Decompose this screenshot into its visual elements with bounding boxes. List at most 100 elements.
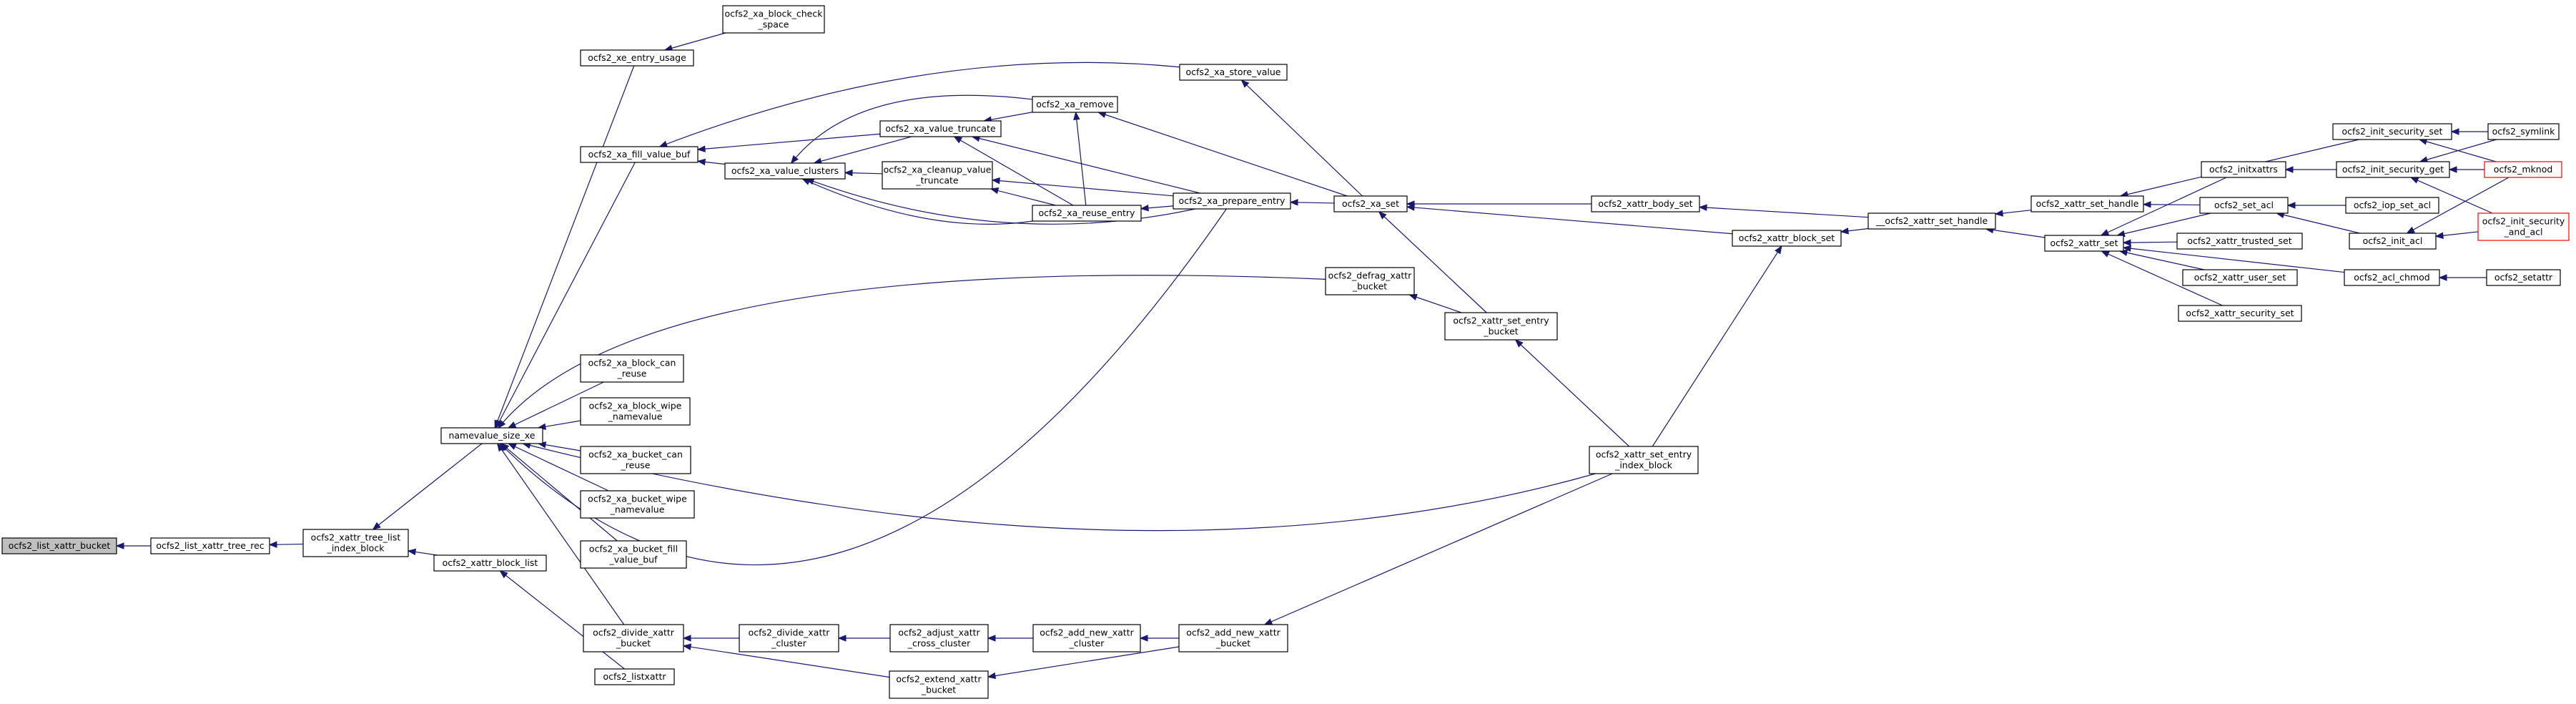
node-init-security-and-acl[interactable]: ocfs2_init_security_and_acl <box>2477 212 2570 241</box>
edge-line <box>1264 473 1613 625</box>
node-symlink[interactable]: ocfs2_symlink <box>2487 123 2560 140</box>
edge-arrowhead <box>2409 177 2419 184</box>
edge-line <box>497 443 625 625</box>
node-add-new-xattr-bucket[interactable]: ocfs2_add_new_xattr_bucket <box>1178 624 1288 652</box>
node-label: _namevalue <box>610 504 665 515</box>
node-label: ocfs2_xa_block_can <box>588 358 676 368</box>
edge-divide-xattr-cluster-to-divide-xattr-bucket <box>682 635 739 642</box>
node-adjust-xattr-cross-cluster[interactable]: ocfs2_adjust_xattr_cross_cluster <box>889 624 989 652</box>
edge-line <box>2123 247 2345 273</box>
node-divide-xattr-bucket[interactable]: ocfs2_divide_xattr_bucket <box>583 624 684 652</box>
edge-arrowhead <box>1378 211 1387 220</box>
node-mknod[interactable]: ocfs2_mknod <box>2484 161 2562 178</box>
edge-init-security-get-to-initxattrs <box>2284 166 2336 173</box>
node-xa-fill-value-buf[interactable]: ocfs2_xa_fill_value_buf <box>580 146 699 163</box>
edge-arrowhead <box>658 140 668 147</box>
edge-line <box>494 65 635 429</box>
edge-arrowhead <box>2406 226 2416 234</box>
edge-arrowhead <box>499 570 508 579</box>
node-init-security-set[interactable]: ocfs2_init_security_set <box>2332 123 2452 140</box>
node-acl-chmod[interactable]: ocfs2_acl_chmod <box>2344 269 2440 286</box>
node-xattr-block-set[interactable]: ocfs2_xattr_block_set <box>1732 230 1842 247</box>
node-set-acl[interactable]: ocfs2_set_acl <box>2199 197 2289 214</box>
node-xa-set[interactable]: ocfs2_xa_set <box>1333 195 1408 212</box>
node-box <box>2201 161 2286 178</box>
node-xa-value-truncate[interactable]: ocfs2_xa_value_truncate <box>879 120 1002 137</box>
node-xattr-trusted-set[interactable]: ocfs2_xattr_trusted_set <box>2176 233 2303 250</box>
node-xa-block-check-space[interactable]: ocfs2_xa_block_check_space <box>722 5 825 34</box>
edge-xa-block-check-space-to-xe-entry-usage <box>663 32 726 52</box>
node-divide-xattr-cluster[interactable]: ocfs2_divide_xattr_cluster <box>739 624 839 652</box>
node-xa-bucket-wipe-namevalue[interactable]: ocfs2_xa_bucket_wipe_namevalue <box>580 490 695 519</box>
edge-defrag-xattr-bucket-to-namevalue-size-xe <box>498 275 1326 429</box>
node-label: ocfs2_listxattr <box>603 671 667 682</box>
node-xa-block-wipe-namevalue[interactable]: ocfs2_xa_block_wipe_namevalue <box>580 397 691 426</box>
edge-line <box>697 133 881 150</box>
node-xattr-user-set[interactable]: ocfs2_xattr_user_set <box>2182 269 2298 286</box>
node-box <box>2336 161 2450 178</box>
node-box <box>1 537 117 554</box>
node-xa-store-value[interactable]: ocfs2_xa_store_value <box>1179 64 1288 81</box>
node-xa-block-can-reuse[interactable]: ocfs2_xa_block_can_reuse <box>580 354 684 383</box>
node-xa-remove[interactable]: ocfs2_xa_remove <box>1032 96 1118 113</box>
node-initxattrs[interactable]: ocfs2_initxattrs <box>2201 161 2286 178</box>
edge-extend-xattr-bucket-to-divide-xattr-bucket <box>682 643 890 678</box>
node-xattr-set[interactable]: ocfs2_xattr_set <box>2044 235 2124 252</box>
node-xattr-block-list[interactable]: ocfs2_xattr_block_list <box>433 554 547 572</box>
node-namevalue-size-xe[interactable]: namevalue_size_xe <box>440 427 543 444</box>
node-label: ocfs2_xattr_body_set <box>1598 198 1692 209</box>
node-xa-value-clusters[interactable]: ocfs2_xa_value_clusters <box>724 162 846 180</box>
node-listxattr[interactable]: ocfs2_listxattr <box>594 668 675 685</box>
node-setattr[interactable]: ocfs2_setattr <box>2486 269 2561 286</box>
node-add-new-xattr-cluster[interactable]: ocfs2_add_new_xattr_cluster <box>1032 624 1141 652</box>
node-xattr-set-entry-bucket[interactable]: ocfs2_xattr_set_entry_bucket <box>1444 312 1558 341</box>
node-label: _cluster <box>771 638 807 649</box>
node-label: ocfs2_xattr_set_entry <box>1453 316 1549 326</box>
node-xattr-set-handle-int[interactable]: __ocfs2_xattr_set_handle <box>1867 212 1996 230</box>
edge-arrowhead <box>498 419 506 429</box>
edge-line <box>972 136 1200 194</box>
node-xattr-set-handle[interactable]: ocfs2_xattr_set_handle <box>2030 195 2144 212</box>
node-label: _index_block <box>327 543 385 554</box>
node-xa-prepare-entry[interactable]: ocfs2_xa_prepare_entry <box>1173 192 1291 210</box>
node-xe-entry-usage[interactable]: ocfs2_xe_entry_usage <box>580 49 694 67</box>
node-label: ocfs2_xa_value_truncate <box>885 123 996 134</box>
node-init-acl[interactable]: ocfs2_init_acl <box>2349 233 2437 250</box>
node-xattr-set-entry-index-block[interactable]: ocfs2_xattr_set_entry_index_block <box>1589 446 1699 474</box>
edge-arrowhead <box>953 136 963 144</box>
node-xa-bucket-can-reuse[interactable]: ocfs2_xa_bucket_can_reuse <box>580 446 691 474</box>
node-list-xattr-bucket[interactable]: ocfs2_list_xattr_bucket <box>1 537 117 554</box>
node-box <box>2178 305 2302 322</box>
node-xattr-body-set[interactable]: ocfs2_xattr_body_set <box>1591 195 1700 212</box>
node-label: __ocfs2_xattr_set_handle <box>1875 215 1988 226</box>
node-xa-cleanup-value-truncate[interactable]: ocfs2_xa_cleanup_value_truncate <box>882 161 993 190</box>
node-label: ocfs2_xa_bucket_can <box>588 449 683 460</box>
node-iop-set-acl[interactable]: ocfs2_iop_set_acl <box>2345 197 2439 214</box>
node-init-security-get[interactable]: ocfs2_init_security_get <box>2336 161 2450 178</box>
edge-arrowhead <box>2101 250 2110 258</box>
node-xattr-security-set[interactable]: ocfs2_xattr_security_set <box>2178 305 2302 322</box>
node-list-xattr-tree-rec[interactable]: ocfs2_list_xattr_tree_rec <box>150 537 270 554</box>
node-box <box>1178 624 1288 652</box>
node-xa-reuse-entry[interactable]: ocfs2_xa_reuse_entry <box>1032 205 1142 222</box>
node-xattr-tree-list-index-block[interactable]: ocfs2_xattr_tree_list_index_block <box>302 529 409 557</box>
node-box <box>889 670 989 699</box>
node-label: ocfs2_init_security <box>2482 216 2565 227</box>
edge-arrowhead <box>2434 232 2444 239</box>
edge-arrowhead <box>507 421 517 429</box>
node-box <box>1173 192 1291 210</box>
node-label: _space <box>758 19 789 30</box>
edge-line <box>2119 250 2205 270</box>
node-extend-xattr-bucket[interactable]: ocfs2_extend_xattr_bucket <box>889 670 989 699</box>
node-box <box>2486 269 2561 286</box>
node-label: _bucket <box>1352 281 1387 292</box>
edge-arrowhead <box>508 443 517 450</box>
node-label: ocfs2_xa_value_clusters <box>731 165 839 176</box>
node-xa-bucket-fill-value-buf[interactable]: ocfs2_xa_bucket_fill_value_buf <box>580 540 687 569</box>
node-box <box>594 668 675 685</box>
edge-arrowhead <box>844 169 853 177</box>
node-box <box>2176 233 2303 250</box>
node-defrag-xattr-bucket[interactable]: ocfs2_defrag_xattr_bucket <box>1325 267 1415 295</box>
edge-arrowhead <box>991 177 1000 185</box>
edge-xa-value-truncate-to-xa-value-clusters <box>813 136 912 165</box>
